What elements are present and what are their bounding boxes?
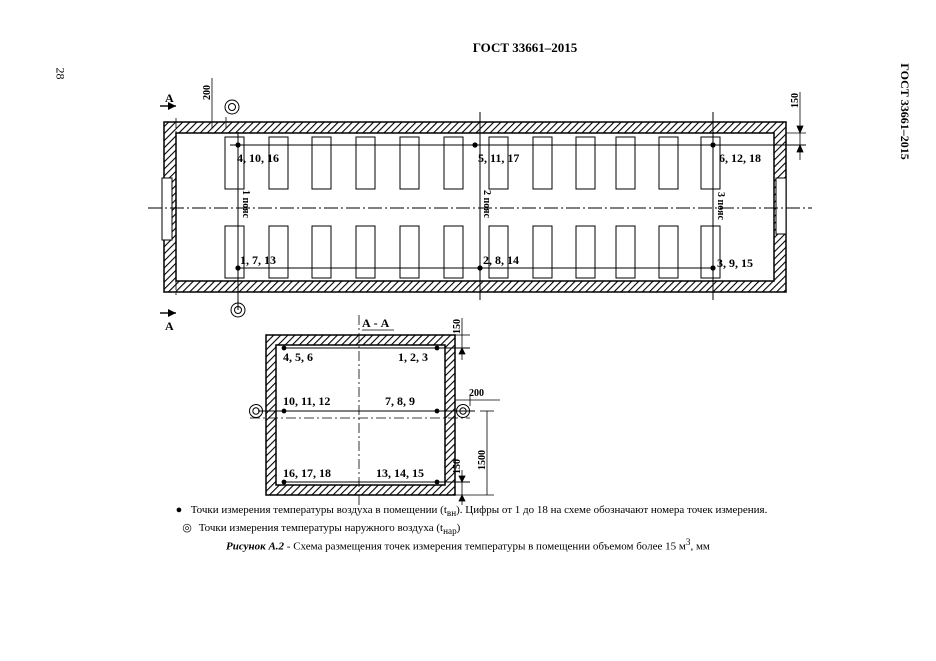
section-label-r1-right: 1, 2, 3 [398, 350, 428, 364]
plan-outer-point-bottom [230, 302, 246, 318]
figure-label: Рисунок А.2 [226, 540, 285, 553]
section-label-r2-right: 7, 8, 9 [385, 394, 415, 408]
legend-inner-sub: вн [446, 508, 457, 519]
section-view: А - А 4, 5, 6 1, 2, 3 10, 11, 12 7, 8, 9… [249, 315, 500, 505]
plan-door-left [161, 177, 173, 241]
plan-door-right [775, 177, 787, 235]
section-dim-200 [455, 395, 500, 406]
section-label-r3-right: 13, 14, 15 [376, 466, 424, 480]
figure-caption-sup: 3 [685, 537, 691, 547]
legend-inner-points: ● Точки измерения температуры воздуха в … [170, 504, 768, 519]
filled-dot-icon: ● [175, 504, 183, 516]
legend-outer-sub: нар [443, 526, 457, 537]
figure-caption: Рисунок А.2 - Схема размещения точек изм… [226, 537, 786, 553]
section-mark-top: А [165, 91, 174, 105]
zone-label-3: 3 пояс [715, 192, 726, 220]
section-label-r3-left: 16, 17, 18 [283, 466, 331, 480]
plan-outer-point-top [224, 99, 240, 115]
figure-caption-text-a: - Схема размещения точек измерения темпе… [284, 540, 686, 553]
zone-label-2: 2 пояс [481, 190, 492, 218]
legend-outer-text-b: ) [456, 522, 461, 534]
bay-rectangles [224, 136, 721, 279]
plan-label-bot-left: 1, 7, 13 [240, 253, 276, 267]
dim-200-plan-label: 200 [202, 85, 213, 100]
section-outer-point-left [249, 404, 263, 418]
header-standard: ГОСТ 33661–2015 [472, 40, 578, 55]
legend-outer-text-a: Точки измерения температуры наружного во… [198, 522, 444, 534]
plan-label-top-mid: 5, 11, 17 [478, 151, 519, 165]
dim-150-plan-label: 150 [790, 93, 801, 108]
figure-caption-text-b: , мм [690, 540, 710, 553]
dim-200-plan [207, 78, 227, 128]
plan-view: 4, 10, 16 5, 11, 17 6, 12, 18 1, 7, 13 2… [148, 78, 812, 333]
plan-label-bot-right: 3, 9, 15 [717, 256, 753, 270]
plan-label-top-left: 4, 10, 16 [237, 151, 279, 165]
section-dim-200-label: 200 [469, 388, 484, 399]
plan-label-top-right: 6, 12, 18 [719, 151, 761, 165]
section-dim-1500 [455, 410, 494, 496]
plan-label-bot-mid: 2, 8, 14 [483, 253, 519, 267]
section-title: А - А [362, 316, 390, 330]
legend-outer-points: ◎ Точки измерения температуры наружного … [178, 521, 460, 536]
dim-150-plan [786, 92, 806, 160]
section-dim-150-top-label: 150 [452, 319, 463, 334]
section-inner-points [281, 345, 440, 485]
section-label-r1-left: 4, 5, 6 [283, 350, 313, 364]
zone-label-1: 1 пояс [240, 190, 251, 218]
legend-inner-text-b: ). Цифры от 1 до 18 на схеме обозначают … [456, 504, 768, 516]
legend-inner-text-a: Точки измерения температуры воздуха в по… [190, 504, 447, 516]
section-dim-1500-label: 1500 [477, 450, 488, 470]
section-mark-bottom: А [165, 319, 174, 333]
double-circle-icon: ◎ [182, 522, 192, 534]
section-dim-150-bottom [458, 470, 466, 505]
section-label-r2-left: 10, 11, 12 [283, 394, 330, 408]
section-dim-150-bottom-label: 150 [452, 459, 463, 474]
section-dim-150-top [455, 318, 470, 360]
section-outer-point-right [456, 404, 470, 418]
plan-inner-points [235, 142, 716, 271]
